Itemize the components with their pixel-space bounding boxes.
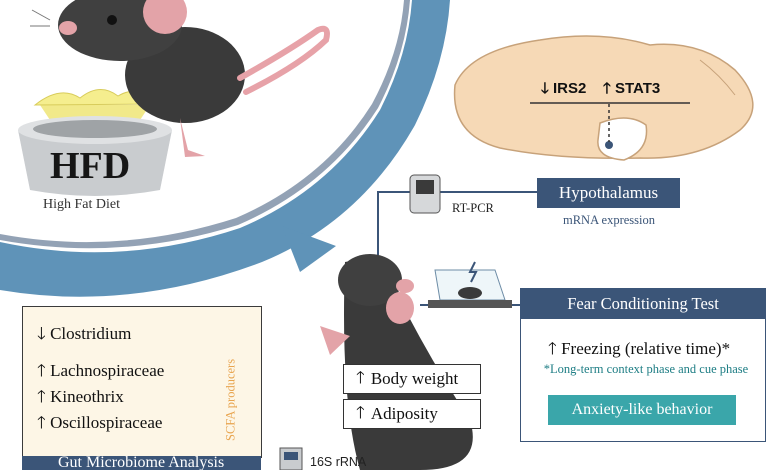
fear-chamber-icon xyxy=(428,261,512,308)
sequencer-icon xyxy=(279,447,303,470)
adiposity-label: Adiposity xyxy=(370,404,438,423)
body-weight-label: Body weight xyxy=(370,369,459,388)
up-arrow-icon: 🡑 xyxy=(356,402,365,422)
up-arrow-icon: 🡑 xyxy=(37,387,46,406)
rrna-label: 16S rRNA xyxy=(310,455,367,469)
freezing-text: Freezing (relative time)* xyxy=(561,339,731,358)
anxiety-badge: Anxiety-like behavior xyxy=(548,395,736,425)
rtpcr-label: RT-PCR xyxy=(452,201,494,215)
arc-arrowhead xyxy=(282,226,336,272)
up-arrow-icon: 🡑 xyxy=(356,367,365,387)
hfd-bowl-icon xyxy=(18,89,172,196)
up-arrow-icon: 🡑 xyxy=(548,339,557,358)
microbe-kineothrix: 🡑 Kineothrix xyxy=(37,387,124,406)
up-arrow-icon: 🡑 xyxy=(37,413,46,432)
gene-down: IRS2 xyxy=(552,80,587,97)
gene-up: STAT3 xyxy=(615,80,661,97)
scfa-label: SCFA producers xyxy=(223,358,238,442)
up-arrow-icon: 🡑 xyxy=(603,80,611,97)
timeline-arc xyxy=(0,0,450,297)
brain-icon xyxy=(453,35,754,161)
hypothalamus-subtitle: mRNA expression xyxy=(562,213,655,227)
diet-sublabel: High Fat Diet xyxy=(43,197,120,212)
microbiota-panel xyxy=(22,306,262,458)
gut-microbiome-footer: Gut Microbiome Analysis xyxy=(22,456,261,470)
down-arrow-icon: 🡓 xyxy=(541,80,549,97)
adiposity-box: 🡑 Adiposity xyxy=(343,399,481,429)
mouse-obese-icon xyxy=(30,0,330,157)
down-arrow-icon: 🡓 xyxy=(37,324,46,343)
diet-label: HFD xyxy=(50,145,131,187)
microbe-lachnospiraceae: 🡑 Lachnospiraceae xyxy=(37,361,165,380)
pcr-machine-icon xyxy=(409,174,441,214)
freezing-result: 🡑 Freezing (relative time)* xyxy=(548,336,730,365)
freezing-note: *Long-term context phase and cue phase xyxy=(543,362,749,376)
up-arrow-icon: 🡑 xyxy=(37,361,46,380)
body-weight-box: 🡑 Body weight xyxy=(343,364,481,394)
brain-gene-readout: 🡓 IRS2 🡑 STAT3 xyxy=(541,78,660,103)
microbe-oscillospiraceae: 🡑 Oscillospiraceae xyxy=(37,413,163,432)
hypothalamus-title: Hypothalamus xyxy=(537,178,680,208)
fear-test-title: Fear Conditioning Test xyxy=(521,289,765,319)
microbe-clostridium: 🡓 Clostridium xyxy=(37,324,132,343)
